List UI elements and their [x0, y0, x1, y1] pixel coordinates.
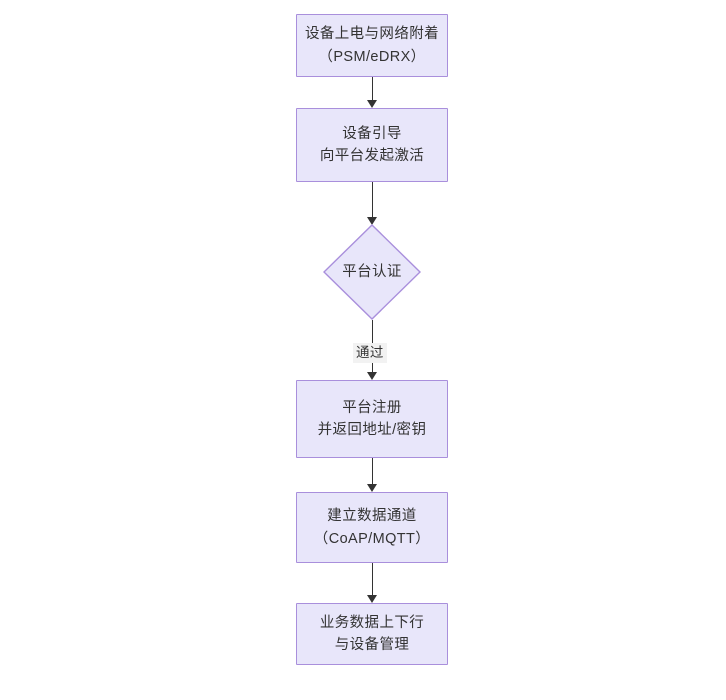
connector-n4-n5 — [371, 458, 373, 484]
flow-node-business-data-line1: 业务数据上下行 — [319, 614, 425, 631]
arrowhead-n2-n3-icon — [367, 217, 377, 225]
flow-node-data-channel-line1: 建立数据通道 — [327, 508, 417, 525]
flow-node-platform-register[interactable]: 平台注册 并返回地址/密钥 — [296, 380, 448, 458]
connector-n1-n2 — [371, 77, 373, 100]
arrowhead-n4-n5-icon — [367, 484, 377, 492]
arrowhead-n3-n4-icon — [367, 372, 377, 380]
flow-node-power-on[interactable]: 设备上电与网络附着 （PSM/eDRX） — [296, 14, 448, 77]
flow-node-data-channel[interactable]: 建立数据通道 （CoAP/MQTT） — [296, 492, 448, 563]
flow-node-platform-auth-label: 平台认证 — [342, 263, 402, 280]
connector-n2-n3 — [371, 182, 373, 217]
flow-node-power-on-line2: （PSM/eDRX） — [318, 48, 426, 65]
flow-node-device-bootstrap[interactable]: 设备引导 向平台发起激活 — [296, 108, 448, 182]
flow-node-platform-register-line2: 并返回地址/密钥 — [317, 422, 427, 438]
flow-node-device-bootstrap-line1: 设备引导 — [342, 125, 402, 142]
arrowhead-n1-n2-icon — [367, 100, 377, 108]
flow-node-platform-auth[interactable]: 平台认证 — [323, 224, 421, 320]
flow-node-device-bootstrap-line2: 向平台发起激活 — [319, 148, 425, 164]
flow-node-business-data-line2: 与设备管理 — [334, 637, 410, 653]
edge-label-pass: 通过 — [353, 343, 387, 363]
diamond-shape-icon — [323, 224, 421, 320]
flow-node-business-data[interactable]: 业务数据上下行 与设备管理 — [296, 603, 448, 665]
arrowhead-n5-n6-icon — [367, 595, 377, 603]
connector-n5-n6 — [371, 563, 373, 595]
flow-node-power-on-line1: 设备上电与网络附着 — [304, 26, 440, 43]
flow-node-data-channel-line2: （CoAP/MQTT） — [313, 530, 431, 547]
flow-node-platform-register-line1: 平台注册 — [342, 399, 402, 416]
